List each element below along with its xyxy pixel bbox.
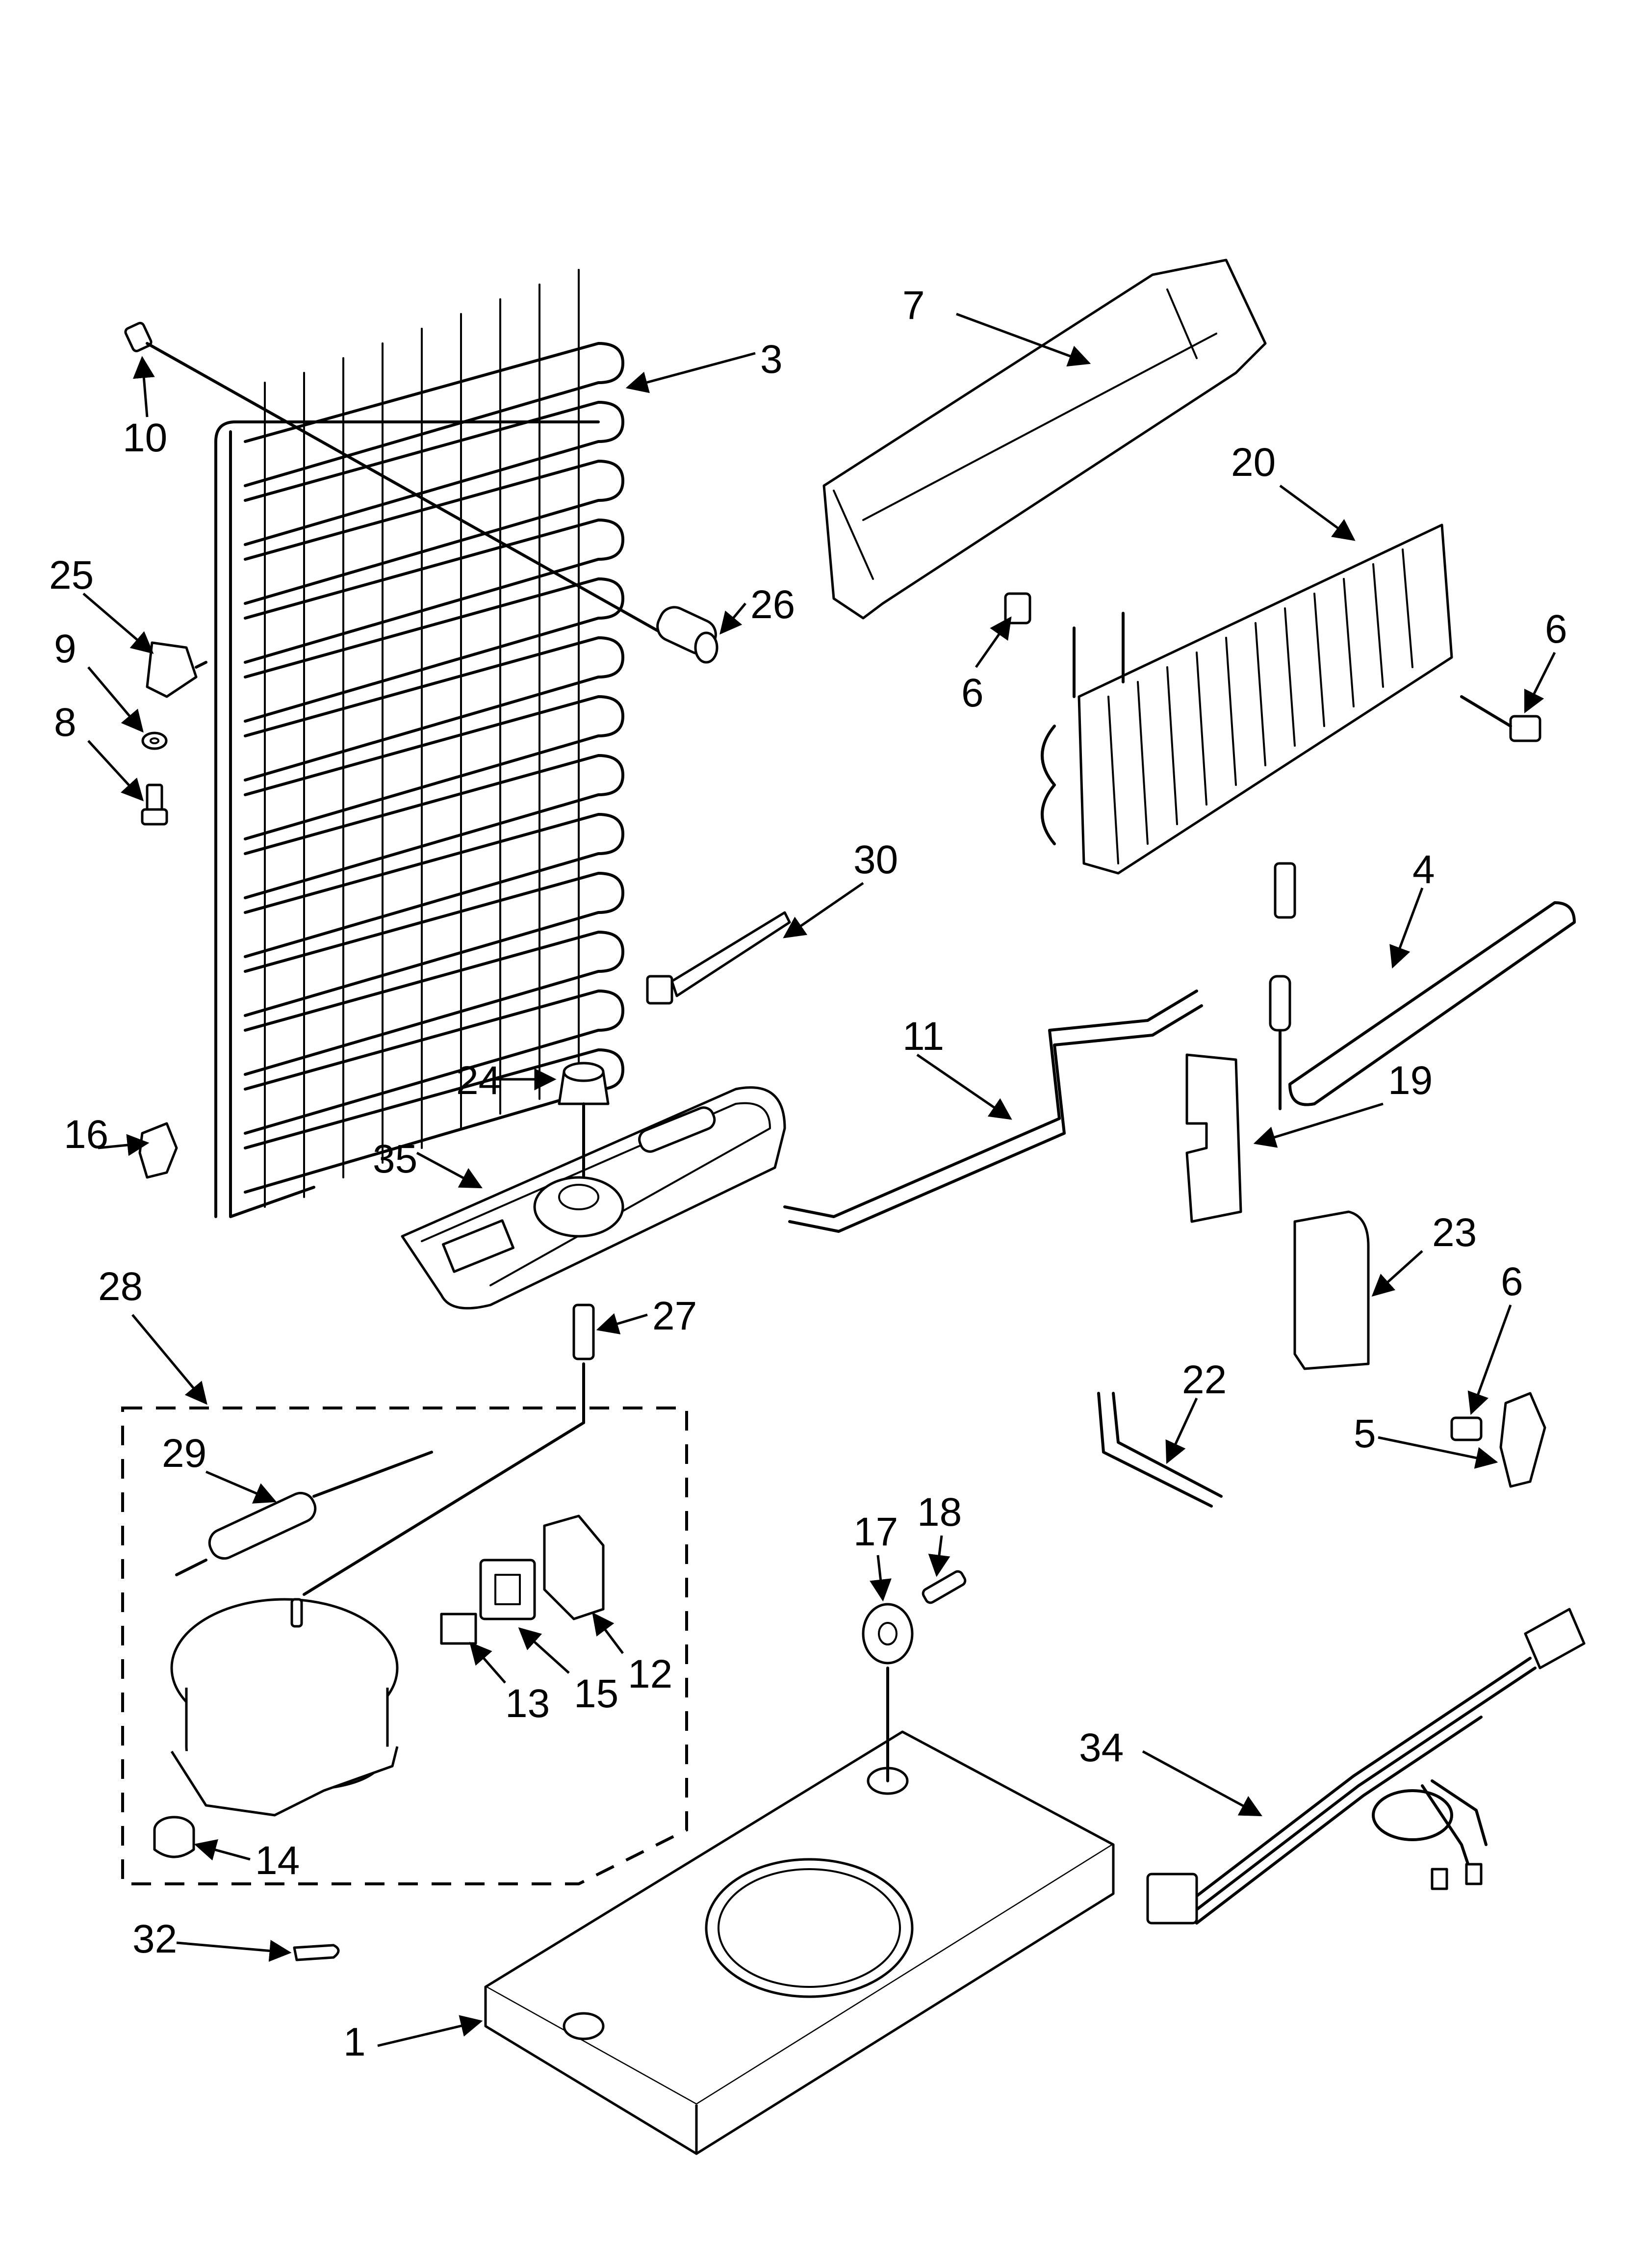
callout-5: 5: [1354, 1411, 1376, 1456]
spacer-26: [656, 606, 718, 664]
arrowhead-icon: [82, 313, 1556, 2047]
washer-9: [141, 731, 168, 750]
callout-18: 18: [917, 1490, 962, 1535]
callout-14: 14: [255, 1838, 300, 1883]
callout-19: 19: [1388, 1058, 1433, 1103]
callout-9: 9: [54, 626, 77, 671]
clip-32: [293, 1944, 340, 1961]
relay-15: [479, 1559, 536, 1620]
callout-22: 22: [1182, 1357, 1227, 1402]
callout-13: 13: [505, 1681, 550, 1726]
base-pan: [484, 1730, 1115, 2155]
evaporator: [1041, 523, 1453, 875]
bracket-25: [146, 641, 207, 698]
roller-17: [862, 1603, 914, 1782]
callout-1: 1: [343, 2020, 366, 2064]
screw-6a: [1004, 592, 1031, 625]
tube-22: [1097, 1392, 1223, 1508]
drain-pan: [401, 1086, 786, 1310]
callout-32: 32: [132, 1917, 177, 1961]
defrost-heater: [1269, 862, 1576, 1110]
compressor: [170, 1598, 399, 1817]
callout-7: 7: [902, 283, 925, 328]
grommet-14: [153, 1816, 195, 1858]
callout-3: 3: [760, 337, 783, 382]
callout-17: 17: [853, 1510, 898, 1554]
callout-25: 25: [49, 553, 94, 598]
callout-4: 4: [1412, 847, 1435, 892]
evaporator-cover: [822, 259, 1267, 620]
callout-11: 11: [902, 1014, 944, 1059]
callout-16: 16: [64, 1112, 108, 1157]
bracket-5: [1499, 1392, 1546, 1488]
callout-28: 28: [98, 1264, 143, 1309]
callout-26: 26: [750, 582, 795, 627]
callout-27: 27: [652, 1294, 697, 1338]
tie-strap-30: [646, 911, 791, 1005]
screw-6c: [1450, 1416, 1483, 1441]
overload-13: [440, 1613, 477, 1645]
callout-23: 23: [1432, 1210, 1477, 1255]
callout-34: 34: [1079, 1725, 1124, 1770]
callout-8: 8: [54, 700, 77, 745]
insulation-23: [1293, 1210, 1370, 1370]
callout-12: 12: [628, 1652, 672, 1696]
callout-15: 15: [574, 1671, 618, 1716]
callout-6a: 6: [961, 671, 984, 715]
callout-30: 30: [853, 837, 898, 882]
tube-27: [572, 1303, 595, 1409]
drain-tube-11: [783, 990, 1203, 1233]
drain-fitting-24: [558, 1062, 610, 1179]
cover-12: [543, 1514, 605, 1620]
callout-29: 29: [162, 1431, 206, 1476]
screw-10: [124, 322, 698, 654]
condenser-coil: [214, 269, 624, 1218]
compressor-assembly: [121, 1407, 688, 1885]
clip-16: [138, 1122, 178, 1179]
callout-6c: 6: [1501, 1259, 1523, 1304]
pin-18: [922, 1570, 967, 1604]
callout-20: 20: [1231, 440, 1276, 485]
insulation-19: [1185, 1053, 1242, 1223]
wire-harness-34: [1146, 1608, 1586, 1925]
drier-29: [175, 1451, 433, 1576]
callout-35: 35: [373, 1137, 417, 1181]
screw-8: [141, 783, 168, 826]
screw-6b: [1460, 695, 1541, 742]
callout-10: 10: [123, 416, 167, 460]
callout-6b: 6: [1545, 607, 1567, 652]
